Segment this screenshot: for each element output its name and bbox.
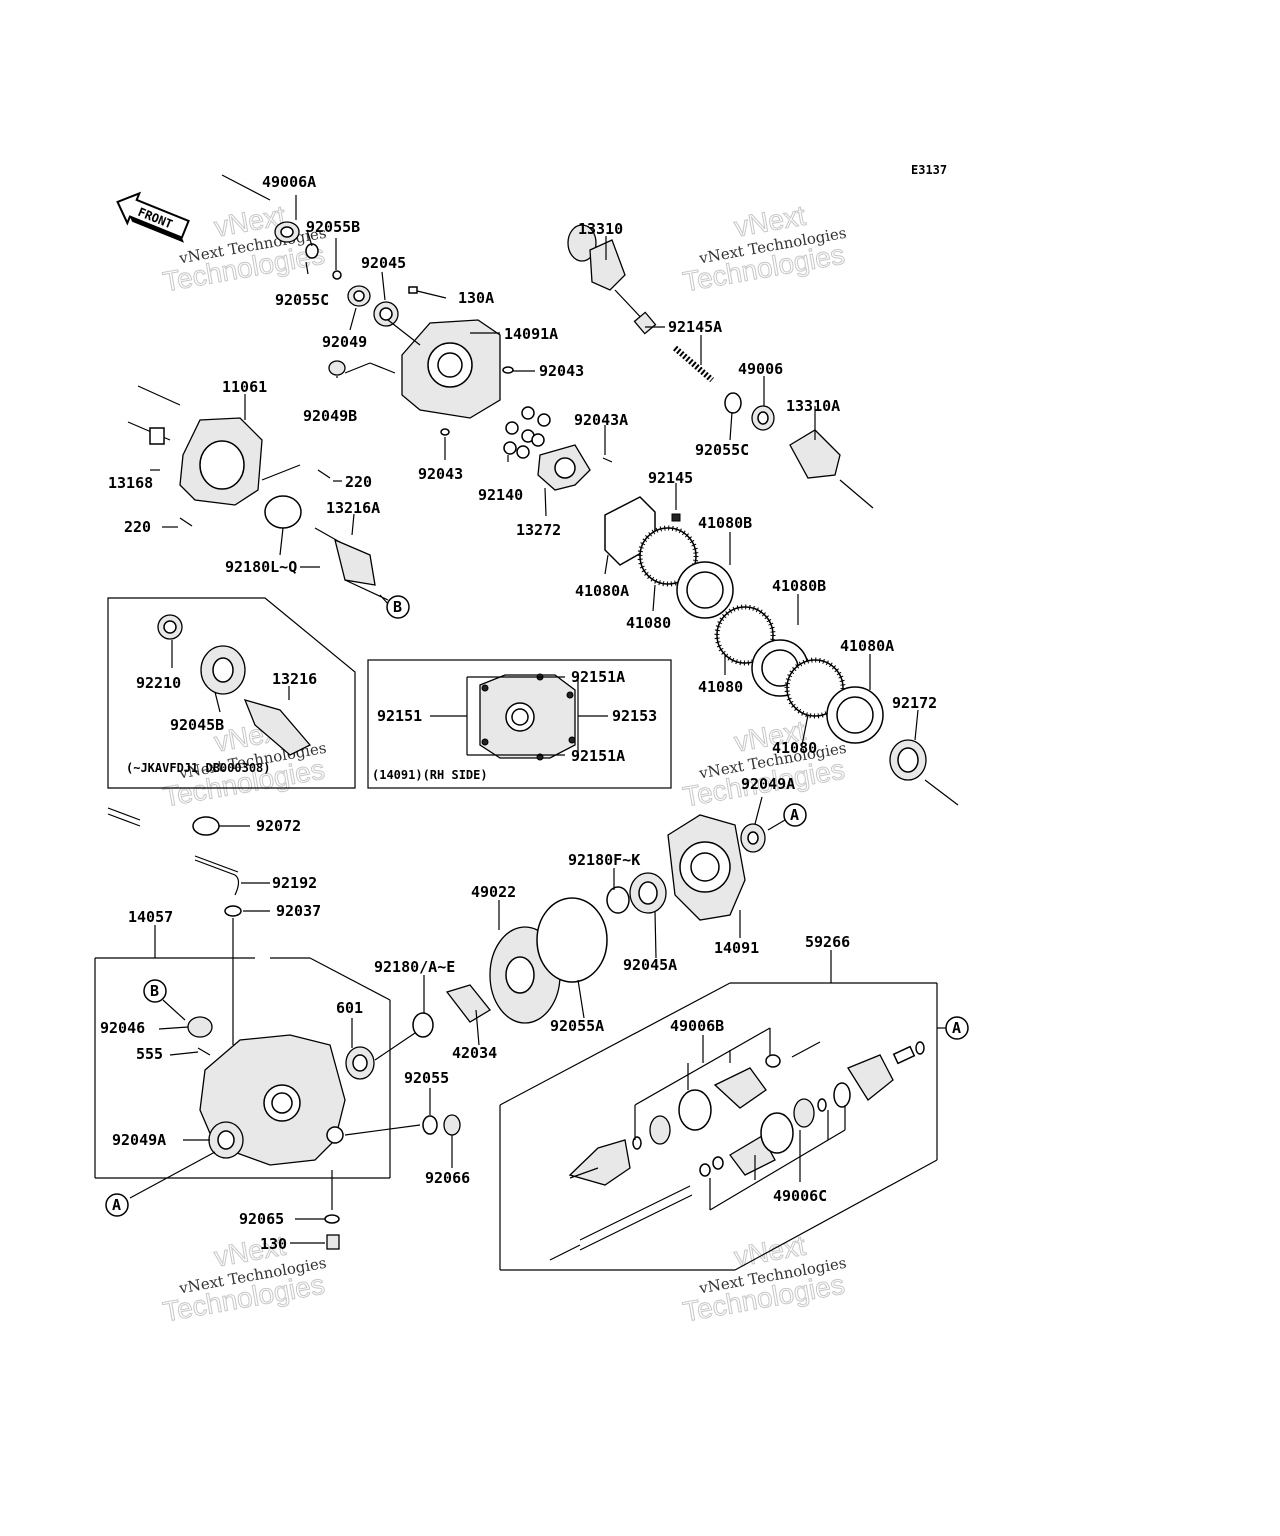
part-label: 59266 <box>805 933 850 951</box>
part-label: 92043 <box>539 362 584 380</box>
part-label: 92045A <box>623 956 677 974</box>
part-label: 42034 <box>452 1044 497 1062</box>
callout-a: A <box>952 1019 961 1037</box>
part-label: 92055C <box>695 441 749 459</box>
part-label: 41080 <box>772 739 817 757</box>
part-label: 13310 <box>578 220 623 238</box>
part-label: 92180L~Q <box>225 558 297 576</box>
part-label: 92180/A~E <box>374 958 455 976</box>
part-label: 49006C <box>773 1187 827 1205</box>
part-drawings <box>107 221 959 1261</box>
part-label: 92037 <box>276 902 321 920</box>
part-label: 92151A <box>571 668 625 686</box>
part-label: 13216 <box>272 670 317 688</box>
front-arrow-icon: FRONT <box>116 191 190 243</box>
part-label: 92043A <box>574 411 628 429</box>
part-label: 13272 <box>516 521 561 539</box>
inset-frame-rh-side <box>367 659 672 789</box>
part-label: 13216A <box>326 499 380 517</box>
part-label: 92045B <box>170 716 224 734</box>
part-label: 92043 <box>418 465 463 483</box>
part-label: 92153 <box>612 707 657 725</box>
part-label: 14091 <box>714 939 759 957</box>
part-label: 92049B <box>303 407 357 425</box>
part-label: 92049A <box>112 1131 166 1149</box>
part-label: 220 <box>124 518 151 536</box>
part-label: 92151A <box>571 747 625 765</box>
callout-a: A <box>790 806 799 824</box>
part-label: 92055C <box>275 291 329 309</box>
part-label: 130A <box>458 289 494 307</box>
part-label: 41080 <box>698 678 743 696</box>
part-label: 49022 <box>471 883 516 901</box>
part-label: 92145A <box>668 318 722 336</box>
part-label: 92046 <box>100 1019 145 1037</box>
part-label: 555 <box>136 1045 163 1063</box>
part-label: 49006A <box>262 173 316 191</box>
part-label: 92049A <box>741 775 795 793</box>
part-label: 41080A <box>840 637 894 655</box>
callout-b: B <box>393 598 402 616</box>
callout-a: A <box>112 1196 121 1214</box>
part-label: 92055A <box>550 1017 604 1035</box>
part-label: 220 <box>345 473 372 491</box>
part-label: 41080B <box>698 514 752 532</box>
diagram-code: E3137 <box>911 163 947 177</box>
part-label: 49006B <box>670 1017 724 1035</box>
part-label: 13168 <box>108 474 153 492</box>
leader-lines <box>94 174 948 1271</box>
part-label: 92140 <box>478 486 523 504</box>
part-label: 130 <box>260 1235 287 1253</box>
part-label: 11061 <box>222 378 267 396</box>
part-label: 14091A <box>504 325 558 343</box>
callout-markers: B B A A A <box>105 595 969 1217</box>
part-label: 92151 <box>377 707 422 725</box>
part-label: 92055B <box>306 218 360 236</box>
part-label: 92049 <box>322 333 367 351</box>
part-label: 92192 <box>272 874 317 892</box>
part-label: 41080B <box>772 577 826 595</box>
part-label: 14057 <box>128 908 173 926</box>
part-label: 92180F~K <box>568 851 640 869</box>
inset-frame-left <box>107 597 356 789</box>
part-label: 92065 <box>239 1210 284 1228</box>
inset-note-serial: (~JKAVFDJ1 DB000308) <box>126 761 271 775</box>
part-label: 13310A <box>786 397 840 415</box>
part-label: 92066 <box>425 1169 470 1187</box>
part-label: 41080 <box>626 614 671 632</box>
part-label: 92145 <box>648 469 693 487</box>
callout-b: B <box>150 982 159 1000</box>
part-label: 49006 <box>738 360 783 378</box>
inset-note-rh-side: (14091)(RH SIDE) <box>372 768 488 782</box>
part-label: 92045 <box>361 254 406 272</box>
part-label: 92210 <box>136 674 181 692</box>
part-label: 92055 <box>404 1069 449 1087</box>
part-labels: 49006A 92055B 92045 92055C 92049 130A 14… <box>100 173 937 1253</box>
part-label: 92072 <box>256 817 301 835</box>
part-label: 601 <box>336 999 363 1017</box>
part-label: 41080A <box>575 582 629 600</box>
part-label: 92172 <box>892 694 937 712</box>
